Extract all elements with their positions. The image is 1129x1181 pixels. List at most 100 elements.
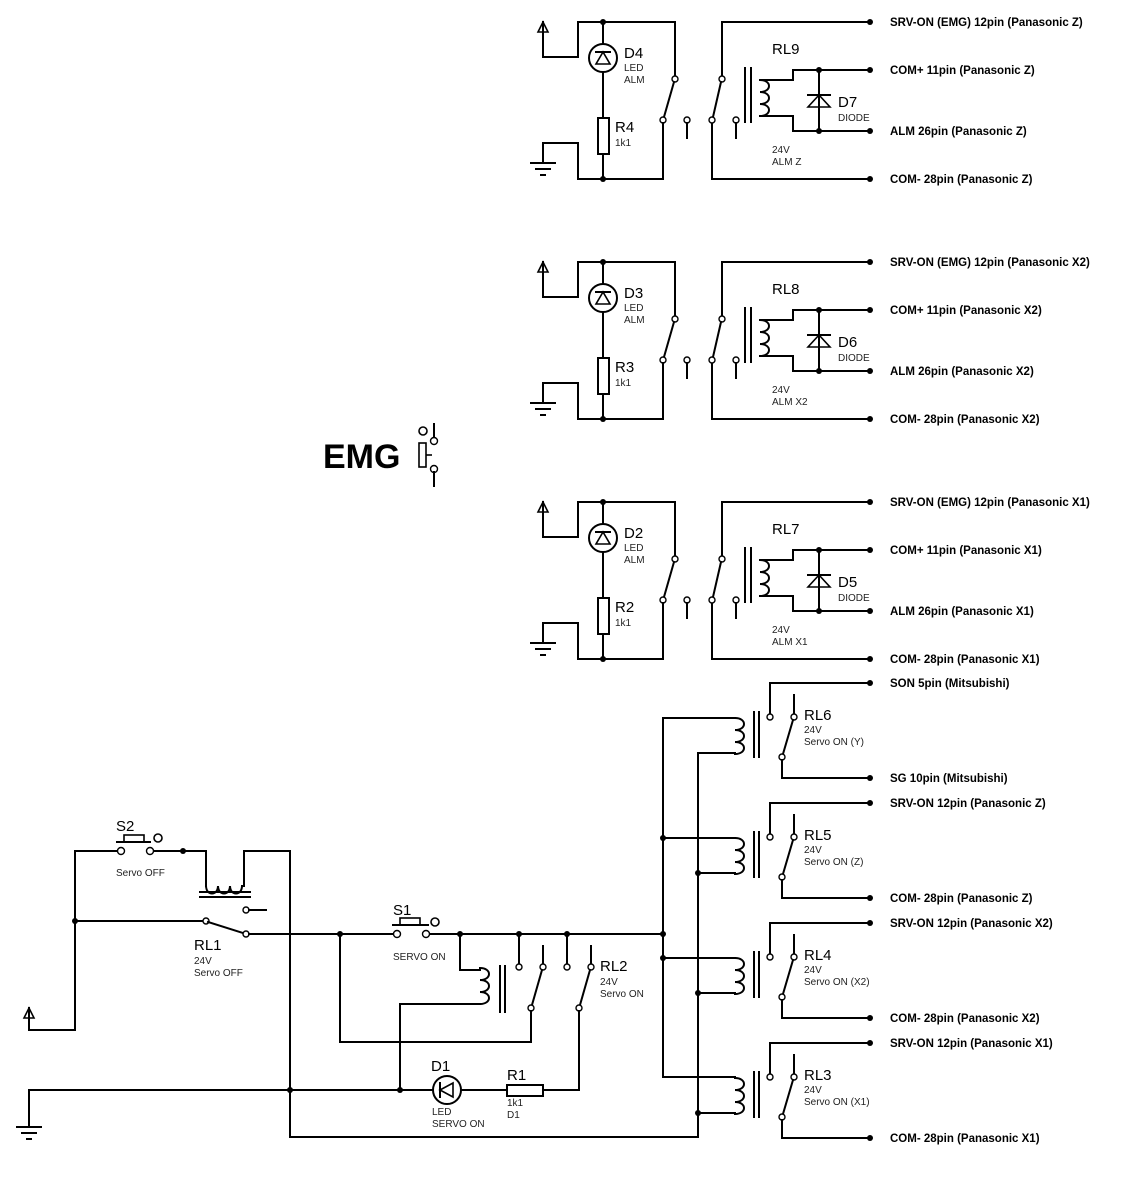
svg-text:DIODE: DIODE bbox=[838, 353, 870, 364]
ground-icon bbox=[530, 402, 556, 416]
junction-dot bbox=[867, 680, 873, 686]
junction-dot bbox=[867, 416, 873, 422]
servo-relay-rl5: SRV-ON 12pin (Panasonic Z) COM- 28pin (Pa… bbox=[734, 798, 1046, 905]
junction-dot bbox=[867, 920, 873, 926]
svg-text:24V: 24V bbox=[804, 725, 822, 736]
emg-button-icon bbox=[418, 442, 427, 468]
svg-text:ALM: ALM bbox=[624, 315, 645, 326]
svg-text:S1: S1 bbox=[393, 902, 411, 919]
relay-coil-icon bbox=[734, 837, 745, 875]
svg-text:R3: R3 bbox=[615, 359, 634, 376]
svg-text:R1: R1 bbox=[507, 1067, 526, 1084]
s1-push-button: S1 SERVO ON bbox=[392, 902, 446, 963]
connector-label: SRV-ON 12pin (Panasonic X2) bbox=[890, 918, 1053, 930]
relay-ref: RL8 bbox=[772, 281, 800, 298]
contact-pin bbox=[790, 713, 798, 721]
svg-text:Servo ON (X2): Servo ON (X2) bbox=[804, 977, 870, 988]
junction-dot bbox=[867, 547, 873, 553]
svg-text:1k1: 1k1 bbox=[615, 378, 632, 389]
junction-dot bbox=[867, 19, 873, 25]
connector-label: COM- 28pin (Panasonic X2) bbox=[890, 1013, 1040, 1025]
relay-coil-icon bbox=[759, 79, 770, 117]
connector-label: COM- 28pin (Panasonic Z) bbox=[890, 893, 1033, 905]
ground-icon bbox=[530, 642, 556, 656]
contact-pin bbox=[671, 315, 679, 323]
connector-label: SRV-ON (EMG) 12pin (Panasonic Z) bbox=[890, 17, 1083, 29]
svg-text:D3: D3 bbox=[624, 285, 643, 302]
relay-coil-icon bbox=[734, 717, 745, 755]
svg-text:D1: D1 bbox=[431, 1058, 450, 1075]
svg-text:24V: 24V bbox=[804, 845, 822, 856]
servo-relay-rl4: SRV-ON 12pin (Panasonic X2) COM- 28pin (P… bbox=[734, 918, 1053, 1025]
relay-coil-icon bbox=[759, 559, 770, 597]
svg-text:LED: LED bbox=[624, 303, 643, 314]
contact-pin bbox=[766, 713, 774, 721]
r1-resistor: R1 1k1 D1 bbox=[506, 1067, 544, 1121]
svg-text:24V: 24V bbox=[772, 625, 790, 636]
connector-label: COM- 28pin (Panasonic X1) bbox=[890, 654, 1040, 666]
svg-text:Servo ON (Y): Servo ON (Y) bbox=[804, 737, 864, 748]
connector-label: SG 10pin (Mitsubishi) bbox=[890, 773, 1008, 785]
contact-pin bbox=[671, 75, 679, 83]
relay-ref: RL9 bbox=[772, 41, 800, 58]
junction-dot bbox=[867, 67, 873, 73]
svg-text:D4: D4 bbox=[624, 45, 643, 62]
contact-pin bbox=[671, 555, 679, 563]
ground-icon bbox=[530, 162, 556, 176]
junction-dot bbox=[867, 1015, 873, 1021]
junction-dot bbox=[867, 499, 873, 505]
junction-dot bbox=[867, 368, 873, 374]
svg-text:DIODE: DIODE bbox=[838, 113, 870, 124]
emg-switch: EMG bbox=[323, 423, 439, 487]
relay-ref: RL3 bbox=[804, 1067, 832, 1084]
relay-ref: RL7 bbox=[772, 521, 800, 538]
junction-dot bbox=[867, 128, 873, 134]
svg-text:D1: D1 bbox=[507, 1110, 520, 1121]
relay-coil-icon bbox=[734, 1077, 745, 1115]
connector-label: SRV-ON 12pin (Panasonic Z) bbox=[890, 798, 1046, 810]
junction-dot bbox=[867, 656, 873, 662]
svg-text:1k1: 1k1 bbox=[615, 618, 632, 629]
svg-text:D6: D6 bbox=[838, 334, 857, 351]
svg-text:LED: LED bbox=[624, 543, 643, 554]
contact-pin bbox=[708, 356, 716, 364]
contact-pin bbox=[708, 596, 716, 604]
connector-label: ALM 26pin (Panasonic X2) bbox=[890, 366, 1034, 378]
power-icon bbox=[537, 501, 549, 525]
servo-relay-rl6: SON 5pin (Mitsubishi)SG 10pin (Mitsubish… bbox=[734, 678, 1010, 785]
contact-pin bbox=[718, 315, 726, 323]
emg-label: EMG bbox=[323, 438, 400, 476]
connector-label: COM+ 11pin (Panasonic Z) bbox=[890, 65, 1035, 77]
connector-label: COM- 28pin (Panasonic X2) bbox=[890, 414, 1040, 426]
relay-ref: RL5 bbox=[804, 827, 832, 844]
d1-led: D1 LED SERVO ON bbox=[431, 1058, 485, 1130]
s2-push-button: S2 Servo OFF bbox=[116, 818, 165, 879]
junction-dot bbox=[867, 259, 873, 265]
junction-dot bbox=[867, 176, 873, 182]
svg-text:DIODE: DIODE bbox=[838, 593, 870, 604]
svg-text:Servo OFF: Servo OFF bbox=[116, 868, 165, 879]
connector-label: ALM 26pin (Panasonic X1) bbox=[890, 606, 1034, 618]
svg-text:ALM X2: ALM X2 bbox=[772, 397, 808, 408]
contact-pin bbox=[790, 833, 798, 841]
svg-text:R4: R4 bbox=[615, 119, 634, 136]
relay-ref: RL6 bbox=[804, 707, 832, 724]
svg-text:24V: 24V bbox=[772, 145, 790, 156]
contact-pin bbox=[790, 1073, 798, 1081]
svg-text:LED: LED bbox=[432, 1107, 451, 1118]
svg-text:24V: 24V bbox=[194, 956, 212, 967]
svg-text:ALM: ALM bbox=[624, 555, 645, 566]
contact-pin bbox=[708, 116, 716, 124]
connector-label: SRV-ON 12pin (Panasonic X1) bbox=[890, 1038, 1053, 1050]
junction-dot bbox=[867, 895, 873, 901]
svg-text:Servo ON (X1): Servo ON (X1) bbox=[804, 1097, 870, 1108]
